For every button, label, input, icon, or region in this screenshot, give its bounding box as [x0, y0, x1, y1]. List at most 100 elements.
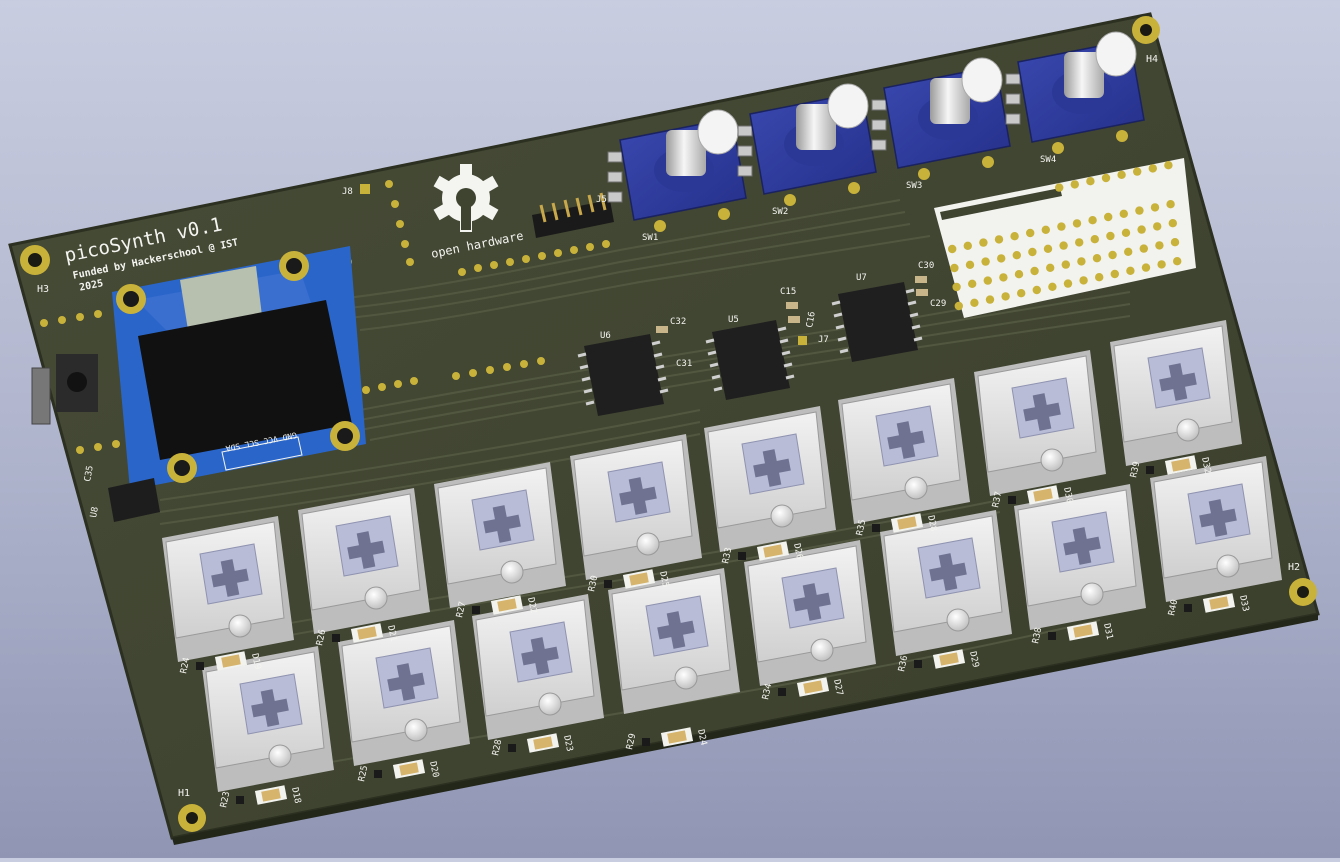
- svg-text:U8: U8: [89, 506, 101, 518]
- led-label: D29: [967, 651, 980, 669]
- led-label: D32: [1199, 457, 1212, 475]
- svg-text:U6: U6: [600, 331, 611, 341]
- ic-u8: U8 C35: [83, 465, 160, 522]
- led-label: D31: [1101, 623, 1114, 641]
- proto-area: [934, 158, 1196, 318]
- key-switch[interactable]: [974, 350, 1106, 496]
- led-resistor-pair: R36 D29: [897, 649, 980, 673]
- led-label: D20: [427, 761, 440, 779]
- key-switch[interactable]: [704, 406, 836, 552]
- led-resistor-pair: R40 D33: [1167, 593, 1250, 617]
- resistor-label: R36: [897, 655, 910, 673]
- key-switch[interactable]: [1150, 456, 1282, 602]
- key-switch[interactable]: [880, 510, 1012, 656]
- resistor-label: R26: [315, 629, 328, 647]
- encoder-label: SW3: [906, 181, 922, 191]
- led-resistor-pair: R38 D31: [1031, 621, 1114, 645]
- led-resistor-pair: R23 D18: [219, 785, 302, 809]
- key-switch[interactable]: [744, 540, 876, 686]
- key-switch[interactable]: [608, 568, 740, 714]
- svg-text:C30: C30: [918, 261, 934, 271]
- oled-display: GND VCC SCL SDA: [112, 246, 366, 490]
- mount-hole-h4: [1132, 16, 1160, 44]
- led-label: D18: [289, 787, 302, 805]
- key-switch[interactable]: [202, 646, 334, 792]
- led-resistor-pair: R35 D28: [855, 513, 938, 537]
- led-label: D27: [831, 679, 844, 697]
- capacitors: C15 C16 C29 C30 C31 C32: [656, 261, 946, 369]
- encoder-label: SW2: [772, 207, 788, 217]
- svg-text:C32: C32: [670, 317, 686, 327]
- hole-label-h1: H1: [178, 788, 190, 799]
- led-resistor-pair: R39 D32: [1129, 455, 1212, 479]
- led-label: D28: [925, 515, 938, 533]
- rotary-encoder-3[interactable]: SW3: [871, 57, 1011, 191]
- led-resistor-pair: R26 D21: [315, 623, 398, 647]
- mount-hole-h3: [20, 245, 50, 275]
- svg-text:C31: C31: [676, 359, 692, 369]
- hole-label-h4: H4: [1146, 54, 1158, 65]
- hole-label-h2: H2: [1288, 562, 1300, 573]
- key-switch[interactable]: [162, 516, 294, 662]
- encoder-label: SW1: [642, 233, 658, 243]
- usb-connector: [31, 354, 98, 425]
- mount-holes: [20, 16, 1317, 832]
- resistor-label: R37: [991, 491, 1004, 509]
- connector-j8: J8: [342, 184, 370, 197]
- resistor-label: R24: [179, 657, 192, 675]
- rotary-encoder-4[interactable]: SW4: [1005, 31, 1145, 165]
- led-label: D19: [249, 653, 262, 671]
- resistor-label: R39: [1129, 461, 1142, 479]
- key-switch[interactable]: [434, 462, 566, 608]
- led-label: D23: [561, 735, 574, 753]
- svg-text:J8: J8: [342, 187, 353, 197]
- key-switch[interactable]: [838, 378, 970, 524]
- mount-hole-h2: [1289, 578, 1317, 606]
- ic-u5: U5: [705, 315, 795, 400]
- resistor-label: R40: [1167, 599, 1180, 617]
- ic-u7: U7: [831, 273, 923, 362]
- ic-u6: U6: [577, 331, 669, 416]
- rotary-encoder-1[interactable]: SW1: [607, 109, 747, 243]
- key-switch[interactable]: [1014, 484, 1146, 630]
- led-resistor-pair: R27 D22: [455, 595, 538, 619]
- led-label: D21: [385, 625, 398, 643]
- resistor-label: R29: [625, 733, 638, 751]
- open-hardware-logo: open hardware: [430, 164, 525, 261]
- svg-text:C29: C29: [930, 299, 946, 309]
- year-text: 2025: [78, 278, 104, 294]
- resistor-label: R27: [455, 601, 468, 619]
- key-switch[interactable]: [570, 434, 702, 580]
- svg-text:C35: C35: [83, 465, 96, 483]
- resistor-label: R35: [855, 519, 868, 537]
- resistor-label: R38: [1031, 627, 1044, 645]
- led-label: D25: [657, 571, 670, 589]
- led-label: D22: [525, 597, 538, 615]
- resistor-label: R34: [761, 683, 774, 701]
- rotary-encoder-2[interactable]: SW2: [737, 83, 877, 217]
- led-resistor-pair: R24 D19: [179, 651, 262, 675]
- key-switch[interactable]: [298, 488, 430, 634]
- svg-text:J5: J5: [596, 195, 607, 205]
- key-switch[interactable]: [338, 620, 470, 766]
- key-switch[interactable]: [472, 594, 604, 740]
- resistor-label: R30: [587, 575, 600, 593]
- svg-text:U7: U7: [856, 273, 867, 283]
- svg-text:J7: J7: [818, 335, 829, 345]
- connector-j5: J5: [532, 192, 614, 238]
- connector-j7: J7: [798, 335, 829, 345]
- key-switch[interactable]: [1110, 320, 1242, 466]
- led-resistor-pair: R25 D20: [357, 759, 440, 783]
- resistor-label: R25: [357, 765, 370, 783]
- hole-label-h3: H3: [37, 284, 49, 295]
- svg-text:U5: U5: [728, 315, 739, 325]
- mount-hole-h1: [178, 804, 206, 832]
- led-label: D33: [1237, 595, 1250, 613]
- resistor-label: R23: [219, 791, 232, 809]
- encoder-label: SW4: [1040, 155, 1056, 165]
